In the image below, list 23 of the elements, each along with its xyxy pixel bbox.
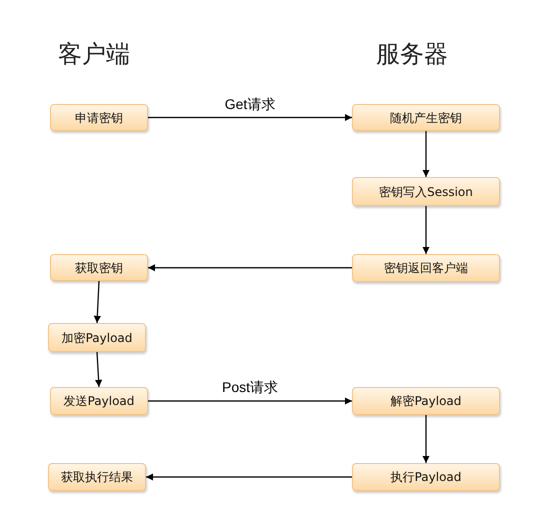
arrow <box>148 114 352 122</box>
arrow <box>95 352 102 388</box>
arrow <box>422 131 430 177</box>
arrow <box>422 206 430 254</box>
column-heading: 客户端 <box>58 39 130 70</box>
edge-label: Post请求 <box>222 378 278 397</box>
process-box: 获取密钥 <box>50 254 148 281</box>
arrow <box>94 280 101 324</box>
process-box: 执行Payload <box>352 463 500 491</box>
arrow <box>148 397 352 405</box>
process-box: 加密Payload <box>48 323 146 352</box>
process-box: 密钥写入Session <box>352 177 500 206</box>
process-box: 解密Payload <box>352 387 500 415</box>
process-box: 随机产生密钥 <box>352 104 500 131</box>
arrow <box>146 473 352 481</box>
arrow <box>422 415 430 463</box>
arrow <box>148 264 352 272</box>
edge-label: Get请求 <box>224 94 276 114</box>
process-box: 获取执行结果 <box>48 463 146 491</box>
process-box: 发送Payload <box>50 387 148 415</box>
process-box: 申请密钥 <box>50 104 148 131</box>
process-box: 密钥返回客户端 <box>352 254 500 282</box>
column-heading: 服务器 <box>376 39 448 70</box>
